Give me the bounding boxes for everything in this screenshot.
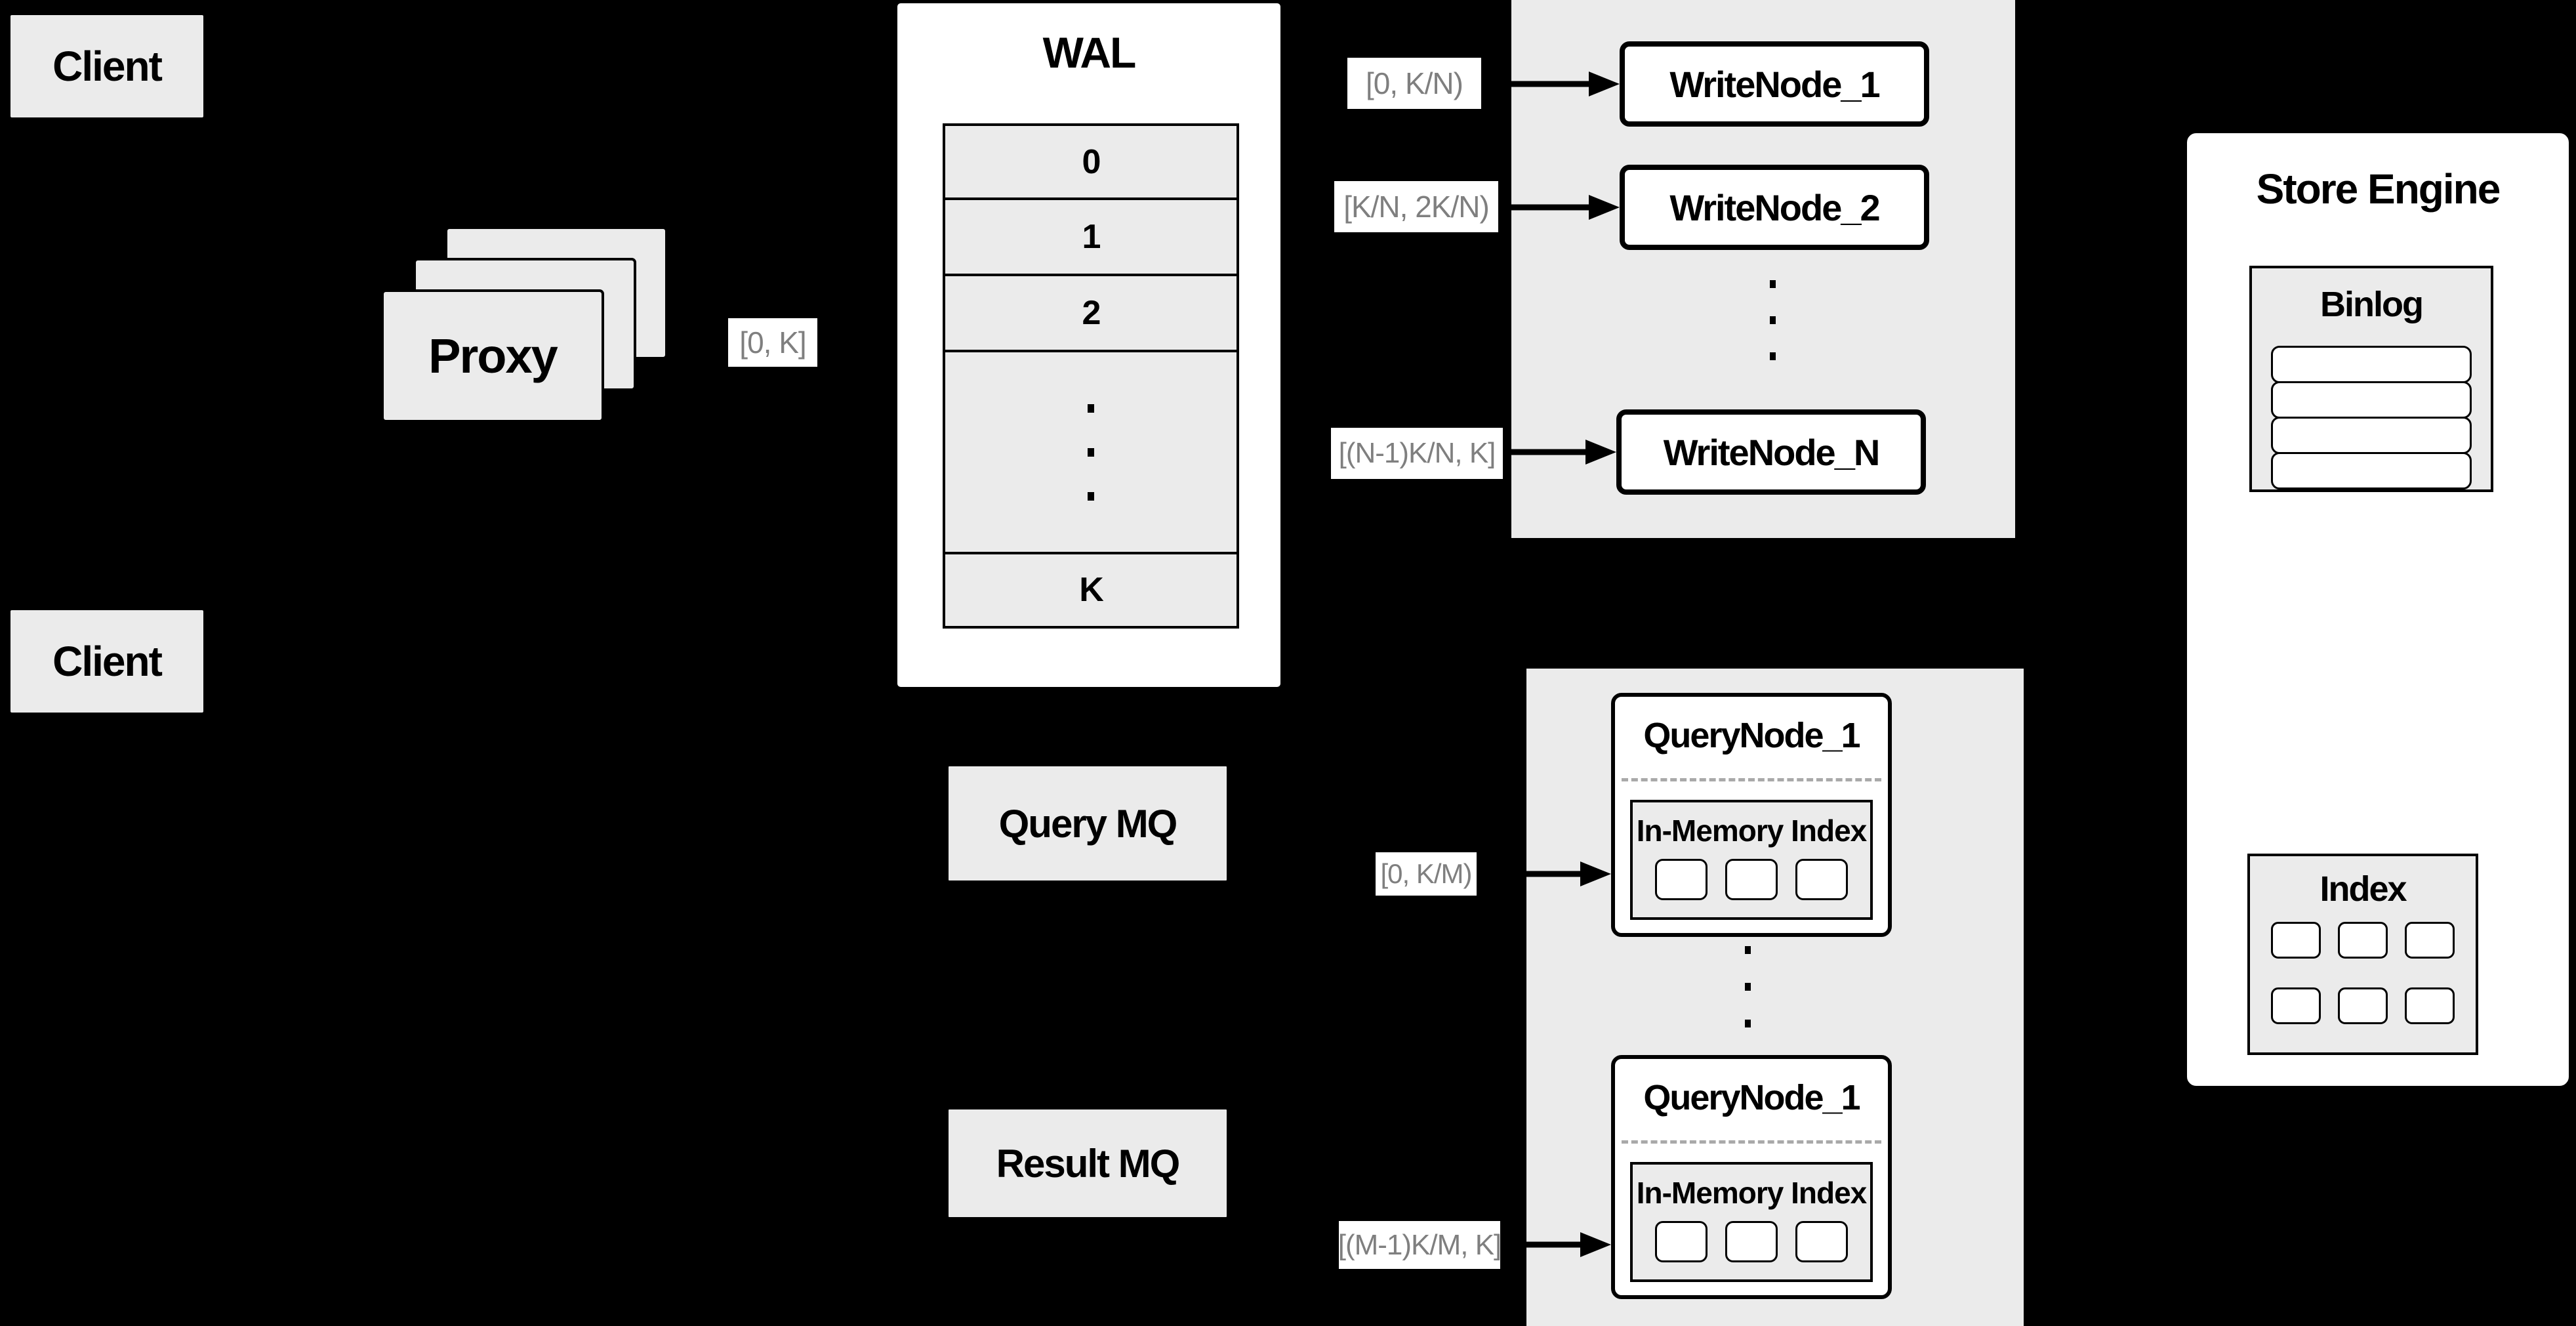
range-chip-label: [(N-1)K/N, K] <box>1338 437 1496 469</box>
index-slot <box>1725 859 1778 900</box>
client-box-bottom: Client <box>9 608 205 715</box>
proxy-card-front: Proxy <box>381 289 604 423</box>
wal-segment-row: 0 <box>945 126 1237 198</box>
index-cell-grid <box>2250 922 2476 1024</box>
dashed-divider <box>1622 1140 1881 1144</box>
wal-segment-row: 1 <box>945 197 1237 274</box>
in-memory-index-title-row: In-Memory Index <box>1633 1165 1870 1221</box>
binlog-row <box>2271 452 2472 489</box>
in-memory-index-title: In-Memory Index <box>1636 1176 1868 1210</box>
index-slot-row <box>1633 1221 1870 1262</box>
index-slot-row <box>1633 859 1870 900</box>
index-title: Index <box>2320 869 2407 909</box>
query-node-box-1: QueryNode_1 In-Memory Index <box>1611 693 1892 937</box>
binlog-title-row: Binlog <box>2252 268 2491 341</box>
query-mq-label: Query MQ <box>998 801 1178 846</box>
client-label: Client <box>52 638 163 685</box>
index-cell <box>2338 987 2388 1024</box>
wal-title: WAL <box>1042 28 1137 77</box>
binlog-title: Binlog <box>2320 285 2424 324</box>
binlog-row <box>2271 381 2472 419</box>
index-slot <box>1655 1221 1707 1262</box>
query-node-title-row: QueryNode_1 <box>1615 1059 1888 1136</box>
query-mq-box: Query MQ <box>947 764 1229 882</box>
index-cell <box>2271 922 2321 959</box>
index-slot <box>1655 859 1707 900</box>
wal-segment-table: 0 1 2 K <box>943 123 1239 629</box>
store-engine-title: Store Engine <box>2256 165 2501 213</box>
binlog-box: Binlog <box>2249 266 2493 492</box>
write-node-label: WriteNode_2 <box>1669 186 1880 228</box>
vertical-ellipsis-icon <box>1745 946 1751 1027</box>
vertical-ellipsis-icon <box>1088 404 1094 501</box>
write-node-label: WriteNode_1 <box>1669 63 1880 105</box>
index-slot <box>1795 859 1848 900</box>
in-memory-index-title: In-Memory Index <box>1636 814 1868 848</box>
range-chip-querynode-2: [(M-1)K/M, K] <box>1338 1221 1502 1269</box>
binlog-rows <box>2252 341 2491 489</box>
write-node-1: WriteNode_1 <box>1620 41 1929 127</box>
binlog-row <box>2271 417 2472 454</box>
query-node-title-row: QueryNode_1 <box>1615 697 1888 774</box>
proxy-label: Proxy <box>428 329 558 383</box>
index-cell <box>2338 922 2388 959</box>
index-cell <box>2271 987 2321 1024</box>
client-label: Client <box>52 43 163 90</box>
in-memory-index-title-row: In-Memory Index <box>1633 802 1870 859</box>
range-chip-writenode-2: [K/N, 2K/N) <box>1334 181 1498 232</box>
write-node-2: WriteNode_2 <box>1620 165 1929 250</box>
query-node-box-2: QueryNode_1 In-Memory Index <box>1611 1055 1892 1299</box>
write-node-label: WriteNode_N <box>1663 431 1881 473</box>
dashed-divider <box>1622 778 1881 781</box>
result-mq-label: Result MQ <box>996 1141 1181 1186</box>
query-node-title: QueryNode_1 <box>1643 1078 1860 1117</box>
in-memory-index-box: In-Memory Index <box>1630 800 1873 920</box>
range-chip-proxy-wal: [0, K] <box>728 318 817 367</box>
range-chip-label: [(M-1)K/M, K] <box>1338 1228 1502 1261</box>
range-chip-label: [K/N, 2K/N) <box>1343 190 1490 224</box>
wal-segment-label: 2 <box>1082 294 1101 333</box>
wal-segment-label: K <box>1079 571 1104 610</box>
range-chip-writenode-n: [(N-1)K/N, K] <box>1331 428 1503 479</box>
result-mq-box: Result MQ <box>947 1108 1229 1219</box>
range-chip-label: [0, K] <box>739 325 806 360</box>
index-cell <box>2405 922 2455 959</box>
client-box-top: Client <box>9 13 205 119</box>
wal-title-row: WAL <box>897 3 1280 102</box>
wal-segment-label: 0 <box>1082 142 1101 181</box>
vertical-ellipsis-icon <box>1770 280 1776 360</box>
range-chip-label: [0, K/N) <box>1366 66 1463 100</box>
index-box: Index <box>2247 854 2478 1055</box>
range-chip-querynode-1: [0, K/M) <box>1376 852 1477 896</box>
index-slot <box>1725 1221 1778 1262</box>
wal-segment-row: 2 <box>945 274 1237 350</box>
store-engine-panel: Store Engine Binlog Index <box>2184 131 2571 1088</box>
wal-segment-row: K <box>945 551 1237 627</box>
range-chip-label: [0, K/M) <box>1380 858 1472 889</box>
write-node-n: WriteNode_N <box>1616 409 1926 495</box>
index-cell <box>2405 987 2455 1024</box>
wal-panel: WAL 0 1 2 K <box>895 1 1282 689</box>
wal-segment-label: 1 <box>1082 218 1101 257</box>
range-chip-writenode-1: [0, K/N) <box>1347 58 1481 109</box>
index-slot <box>1795 1221 1848 1262</box>
binlog-row <box>2271 346 2472 383</box>
wal-ellipsis-row <box>945 350 1237 552</box>
query-node-title: QueryNode_1 <box>1643 716 1860 755</box>
in-memory-index-box: In-Memory Index <box>1630 1162 1873 1282</box>
store-engine-title-row: Store Engine <box>2187 133 2569 245</box>
index-title-row: Index <box>2250 856 2476 922</box>
